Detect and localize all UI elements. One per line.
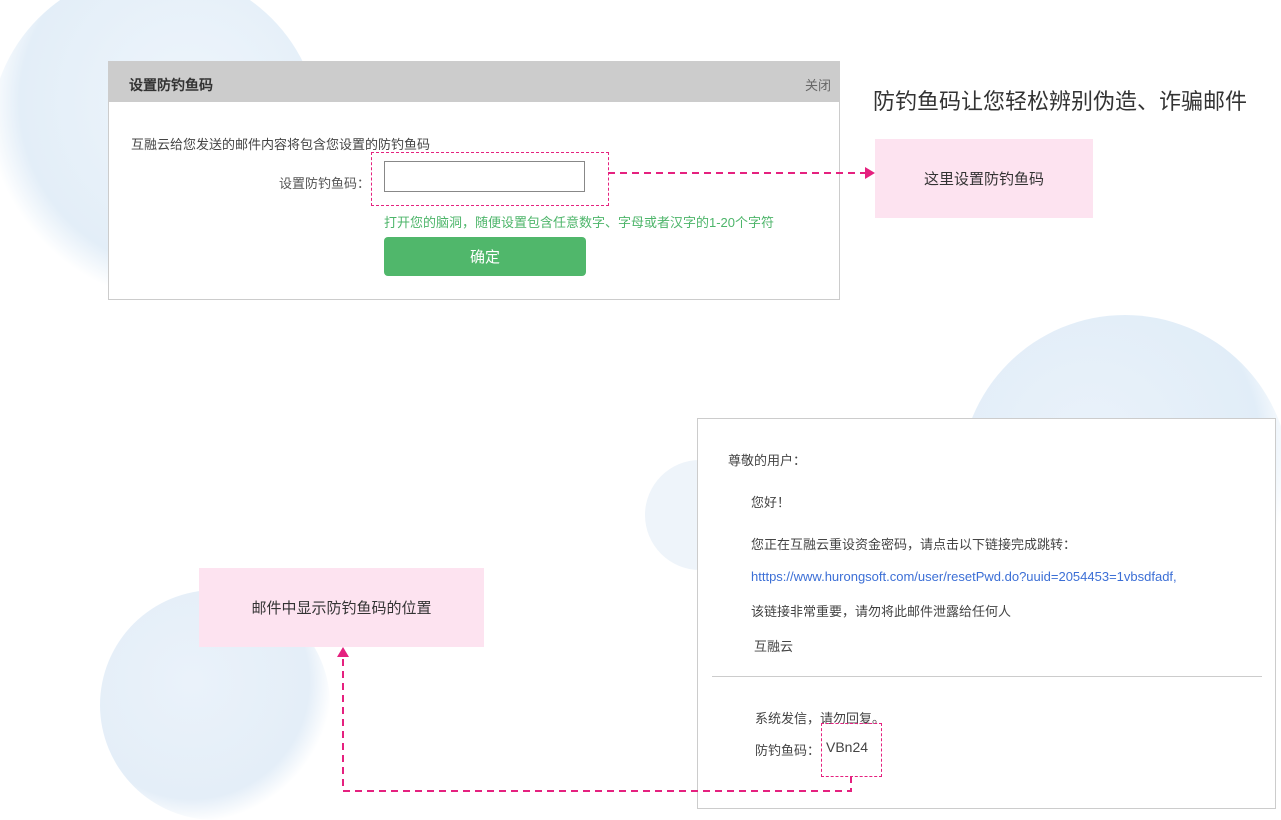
email-warning: 该链接非常重要，请勿将此邮件泄露给任何人	[751, 604, 1012, 619]
email-code-value: VBn24	[826, 739, 869, 755]
email-hello: 您好！	[751, 495, 791, 510]
email-reset-link[interactable]: htttps://www.hurongsoft.com/user/resetPw…	[751, 569, 1177, 584]
confirm-button[interactable]: 确定	[384, 237, 586, 276]
email-code-label: 防钓鱼码：	[755, 743, 821, 758]
set-anti-phishing-dialog: 设置防钓鱼码 关闭 互融云给您发送的邮件内容将包含您设置的防钓鱼码 设置防钓鱼码…	[108, 61, 840, 300]
email-greeting: 尊敬的用户：	[728, 453, 807, 468]
tagline: 防钓鱼码让您轻松辨别伪造、诈骗邮件	[873, 89, 1248, 114]
callout-set-here: 这里设置防钓鱼码	[875, 139, 1093, 218]
arrow-to-email-position	[342, 656, 852, 792]
close-button[interactable]: 关闭	[804, 78, 831, 93]
anti-phishing-code-input[interactable]	[384, 161, 585, 192]
dialog-title: 设置防钓鱼码	[129, 77, 213, 93]
email-preview: 尊敬的用户： 您好！ 您正在互融云重设资金密码，请点击以下链接完成跳转： htt…	[697, 418, 1276, 809]
email-signature: 互融云	[754, 639, 794, 654]
field-hint: 打开您的脑洞，随便设置包含任意数字、字母或者汉字的1-20个字符	[384, 215, 775, 230]
arrowhead-up-icon	[337, 647, 349, 657]
callout-text: 这里设置防钓鱼码	[923, 171, 1044, 188]
dialog-header: 设置防钓鱼码 关闭	[109, 62, 839, 102]
dialog-description: 互融云给您发送的邮件内容将包含您设置的防钓鱼码	[131, 137, 431, 152]
email-system-note: 系统发信，请勿回复。	[755, 711, 886, 726]
highlight-input-box	[371, 152, 609, 206]
arrowhead-right-icon	[865, 167, 875, 179]
email-body: 您正在互融云重设资金密码，请点击以下链接完成跳转：	[751, 537, 1077, 552]
callout-text: 邮件中显示防钓鱼码的位置	[251, 600, 432, 617]
callout-email-position: 邮件中显示防钓鱼码的位置	[199, 568, 484, 647]
divider	[712, 676, 1262, 677]
field-label: 设置防钓鱼码：	[279, 176, 371, 191]
